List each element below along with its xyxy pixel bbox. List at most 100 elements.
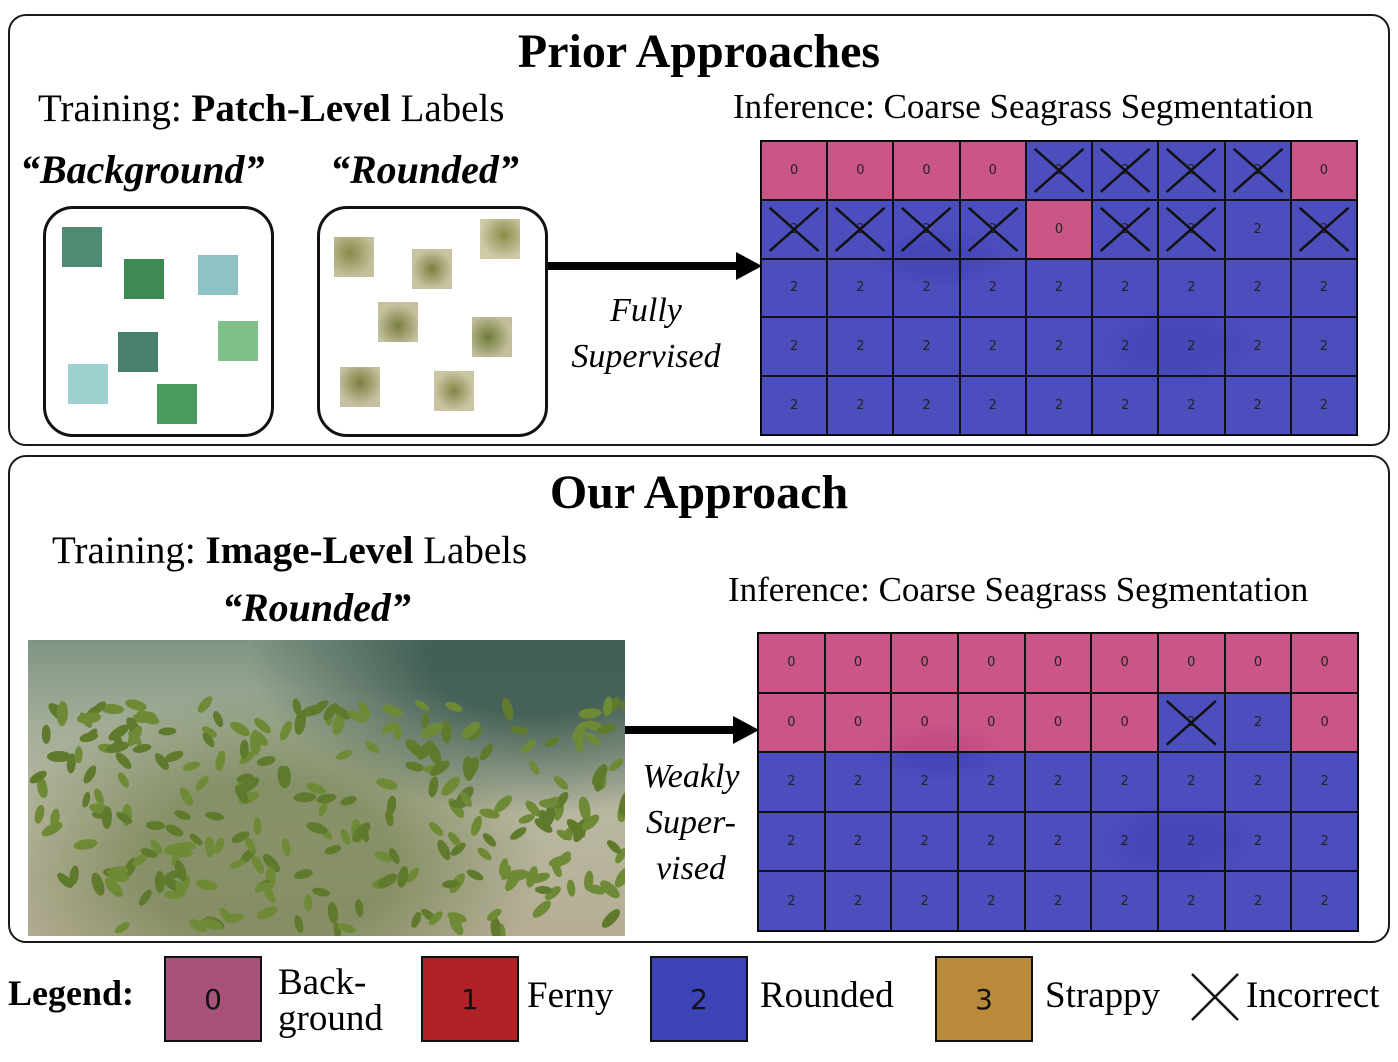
seagrass-leaf: [112, 749, 134, 772]
seagrass-leaf: [277, 719, 295, 743]
grid-cell-label: 2: [988, 339, 997, 355]
background-patch: [157, 384, 197, 424]
grid-cell: 2: [1224, 871, 1292, 931]
seagrass-leaf: [480, 831, 499, 850]
legend-title: Legend:: [8, 973, 134, 1013]
grid-cell: 2: [891, 871, 958, 931]
grid-cell: 2: [959, 199, 1026, 259]
grid-cell-label: 0: [920, 714, 929, 730]
incorrect-mark-icon: [1226, 142, 1290, 199]
grid-cell-label: 2: [853, 893, 863, 909]
incorrect-mark-icon: [961, 201, 1025, 258]
seagrass-leaf: [381, 702, 405, 720]
legend-label-rounded: Rounded: [760, 975, 894, 1016]
rounded-patches-box: [317, 206, 548, 437]
grid-cell-label: 2: [1253, 339, 1262, 355]
grid-cell: 2: [893, 376, 960, 435]
grid-cell-label: 2: [1187, 280, 1196, 296]
grid-cell: 2: [827, 258, 894, 318]
seagrass-leaf: [509, 723, 530, 736]
background-patch: [124, 259, 164, 299]
seagrass-leaf: [404, 759, 426, 773]
seagrass-leaf: [526, 759, 542, 777]
grid-cell: 2: [957, 811, 1025, 872]
legend-label-strappy: Strappy: [1045, 975, 1161, 1016]
our-training-label: Training: Image-Level Labels: [52, 529, 528, 572]
grid-cell-label: 2: [1121, 339, 1130, 355]
prior-training-label: Training: Patch-Level Labels: [38, 87, 505, 130]
seagrass-leaf: [76, 712, 102, 726]
grid-cell: 0: [1224, 633, 1292, 693]
grid-cell-label: 0: [987, 714, 996, 730]
grid-cell: 0: [893, 141, 960, 200]
grid-cell: 0: [827, 141, 894, 200]
seagrass-leaf: [145, 820, 166, 831]
legend-label-incorrect: Incorrect: [1246, 975, 1380, 1016]
grid-cell-label: 2: [1187, 339, 1196, 355]
grid-cell: 2: [1025, 317, 1093, 377]
seagrass-leaf: [508, 824, 529, 843]
seagrass-leaf: [227, 719, 252, 739]
rounded-patch: [472, 317, 512, 357]
prior-supervision-label: Fully Supervised: [571, 292, 721, 375]
grid-cell-label: 0: [853, 655, 863, 671]
grid-cell-label: 2: [787, 893, 796, 909]
seagrass-leaf: [304, 894, 313, 912]
grid-cell-label: 2: [1120, 774, 1129, 790]
grid-cell-label: 2: [856, 280, 865, 296]
seagrass-leaf: [102, 806, 112, 829]
grid-cell: 2: [1290, 258, 1357, 318]
grid-cell-label: 2: [1319, 339, 1329, 355]
seagrass-leaf: [353, 898, 365, 918]
grid-cell-label: 0: [1320, 714, 1329, 730]
grid-cell-label: 0: [922, 162, 931, 178]
grid-cell: 0: [1091, 692, 1158, 753]
grid-cell-label: 2: [1121, 398, 1130, 414]
seagrass-leaf: [326, 901, 340, 926]
our-segmentation-grid: 0000000000000002202222222222222222222222…: [757, 632, 1359, 932]
our-approach-title: Our Approach: [549, 466, 849, 519]
grid-cell-label: 0: [853, 714, 863, 730]
rounded-patch: [340, 367, 380, 407]
grid-cell-label: 2: [853, 834, 863, 850]
seagrass-leaf: [239, 739, 249, 760]
seagrass-leaf: [252, 816, 262, 836]
legend-swatch-strappy: 3: [935, 956, 1033, 1042]
our-approach-panel: Our Approach: [8, 455, 1390, 943]
grid-cell: 2: [758, 752, 825, 812]
grid-cell: 2: [1290, 317, 1357, 377]
legend-swatch-background: 0: [164, 956, 262, 1042]
grid-cell: 2: [1025, 258, 1093, 318]
grid-cell-label: 0: [1120, 714, 1129, 730]
grid-cell: 2: [957, 752, 1025, 812]
grid-cell: 2: [1158, 317, 1225, 377]
seagrass-leaf: [74, 746, 83, 764]
legend-swatch-ferny: 1: [421, 956, 519, 1042]
seagrass-leaf: [413, 698, 432, 713]
grid-cell: 0: [957, 633, 1025, 693]
grid-cell-label: 0: [1053, 714, 1063, 730]
grid-cell-label: 2: [1253, 221, 1262, 237]
seagrass-leaf: [577, 706, 602, 720]
seagrass-leaf: [426, 775, 440, 798]
seagrass-leaf: [363, 738, 381, 755]
grid-cell-label: 0: [1253, 655, 1263, 671]
rounded-patch: [480, 219, 520, 259]
seagrass-leaf: [256, 755, 277, 769]
seagrass-leaf: [212, 836, 226, 855]
grid-cell-label: 2: [1187, 774, 1196, 790]
seagrass-leaf: [529, 897, 554, 922]
background-patch: [118, 332, 158, 372]
grid-cell: 2: [1092, 317, 1159, 377]
grid-cell-label: 2: [856, 339, 865, 355]
grid-cell: 0: [1024, 692, 1092, 753]
grid-cell: 0: [1091, 633, 1158, 693]
grid-cell-label: 0: [789, 162, 799, 178]
grid-cell: 2: [1224, 258, 1291, 318]
incorrect-mark-icon: [828, 201, 892, 258]
grid-cell: 2: [1024, 871, 1092, 931]
grid-cell-label: 2: [1187, 834, 1196, 850]
grid-cell: 2: [827, 376, 894, 435]
grid-cell-label: 2: [922, 280, 931, 296]
prior-approaches-panel: Prior Approaches: [8, 14, 1390, 446]
